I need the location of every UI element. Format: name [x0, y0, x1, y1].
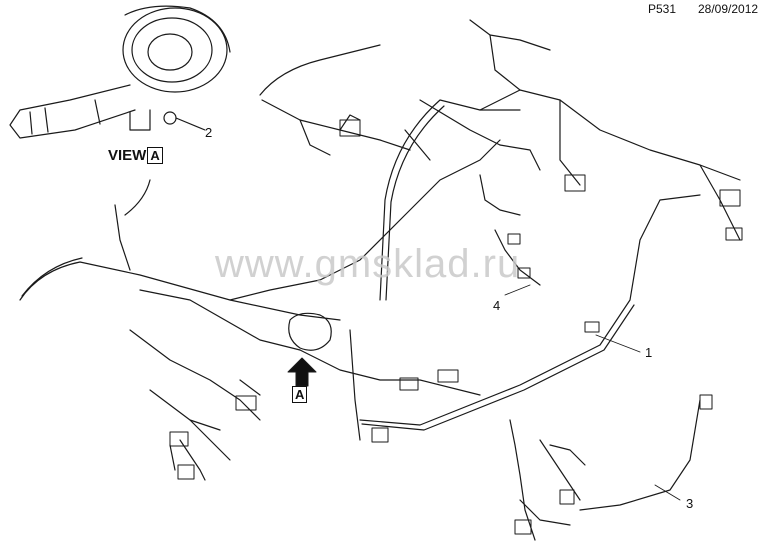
- page-code: P531: [648, 2, 677, 16]
- leader-lines: [504, 284, 681, 501]
- view-a-arrow: [287, 357, 317, 387]
- callout-1: 1: [645, 345, 653, 360]
- main-harness: [19, 89, 741, 481]
- view-label-letter: A: [147, 147, 163, 164]
- callout-3: 3: [686, 496, 694, 511]
- dash-harness: [259, 19, 551, 156]
- connectors: [169, 119, 743, 535]
- view-marker: A: [292, 386, 308, 403]
- callout-4: 4: [493, 298, 501, 313]
- view-label: VIEW A: [108, 147, 163, 164]
- watermark: www.gmsklad.ru: [215, 242, 521, 286]
- page-date: 28/09/2012: [698, 2, 759, 16]
- harness-3: [509, 399, 701, 541]
- view-a-inset: [9, 5, 231, 139]
- callout-2: 2: [205, 125, 213, 140]
- view-label-text: VIEW: [108, 147, 147, 164]
